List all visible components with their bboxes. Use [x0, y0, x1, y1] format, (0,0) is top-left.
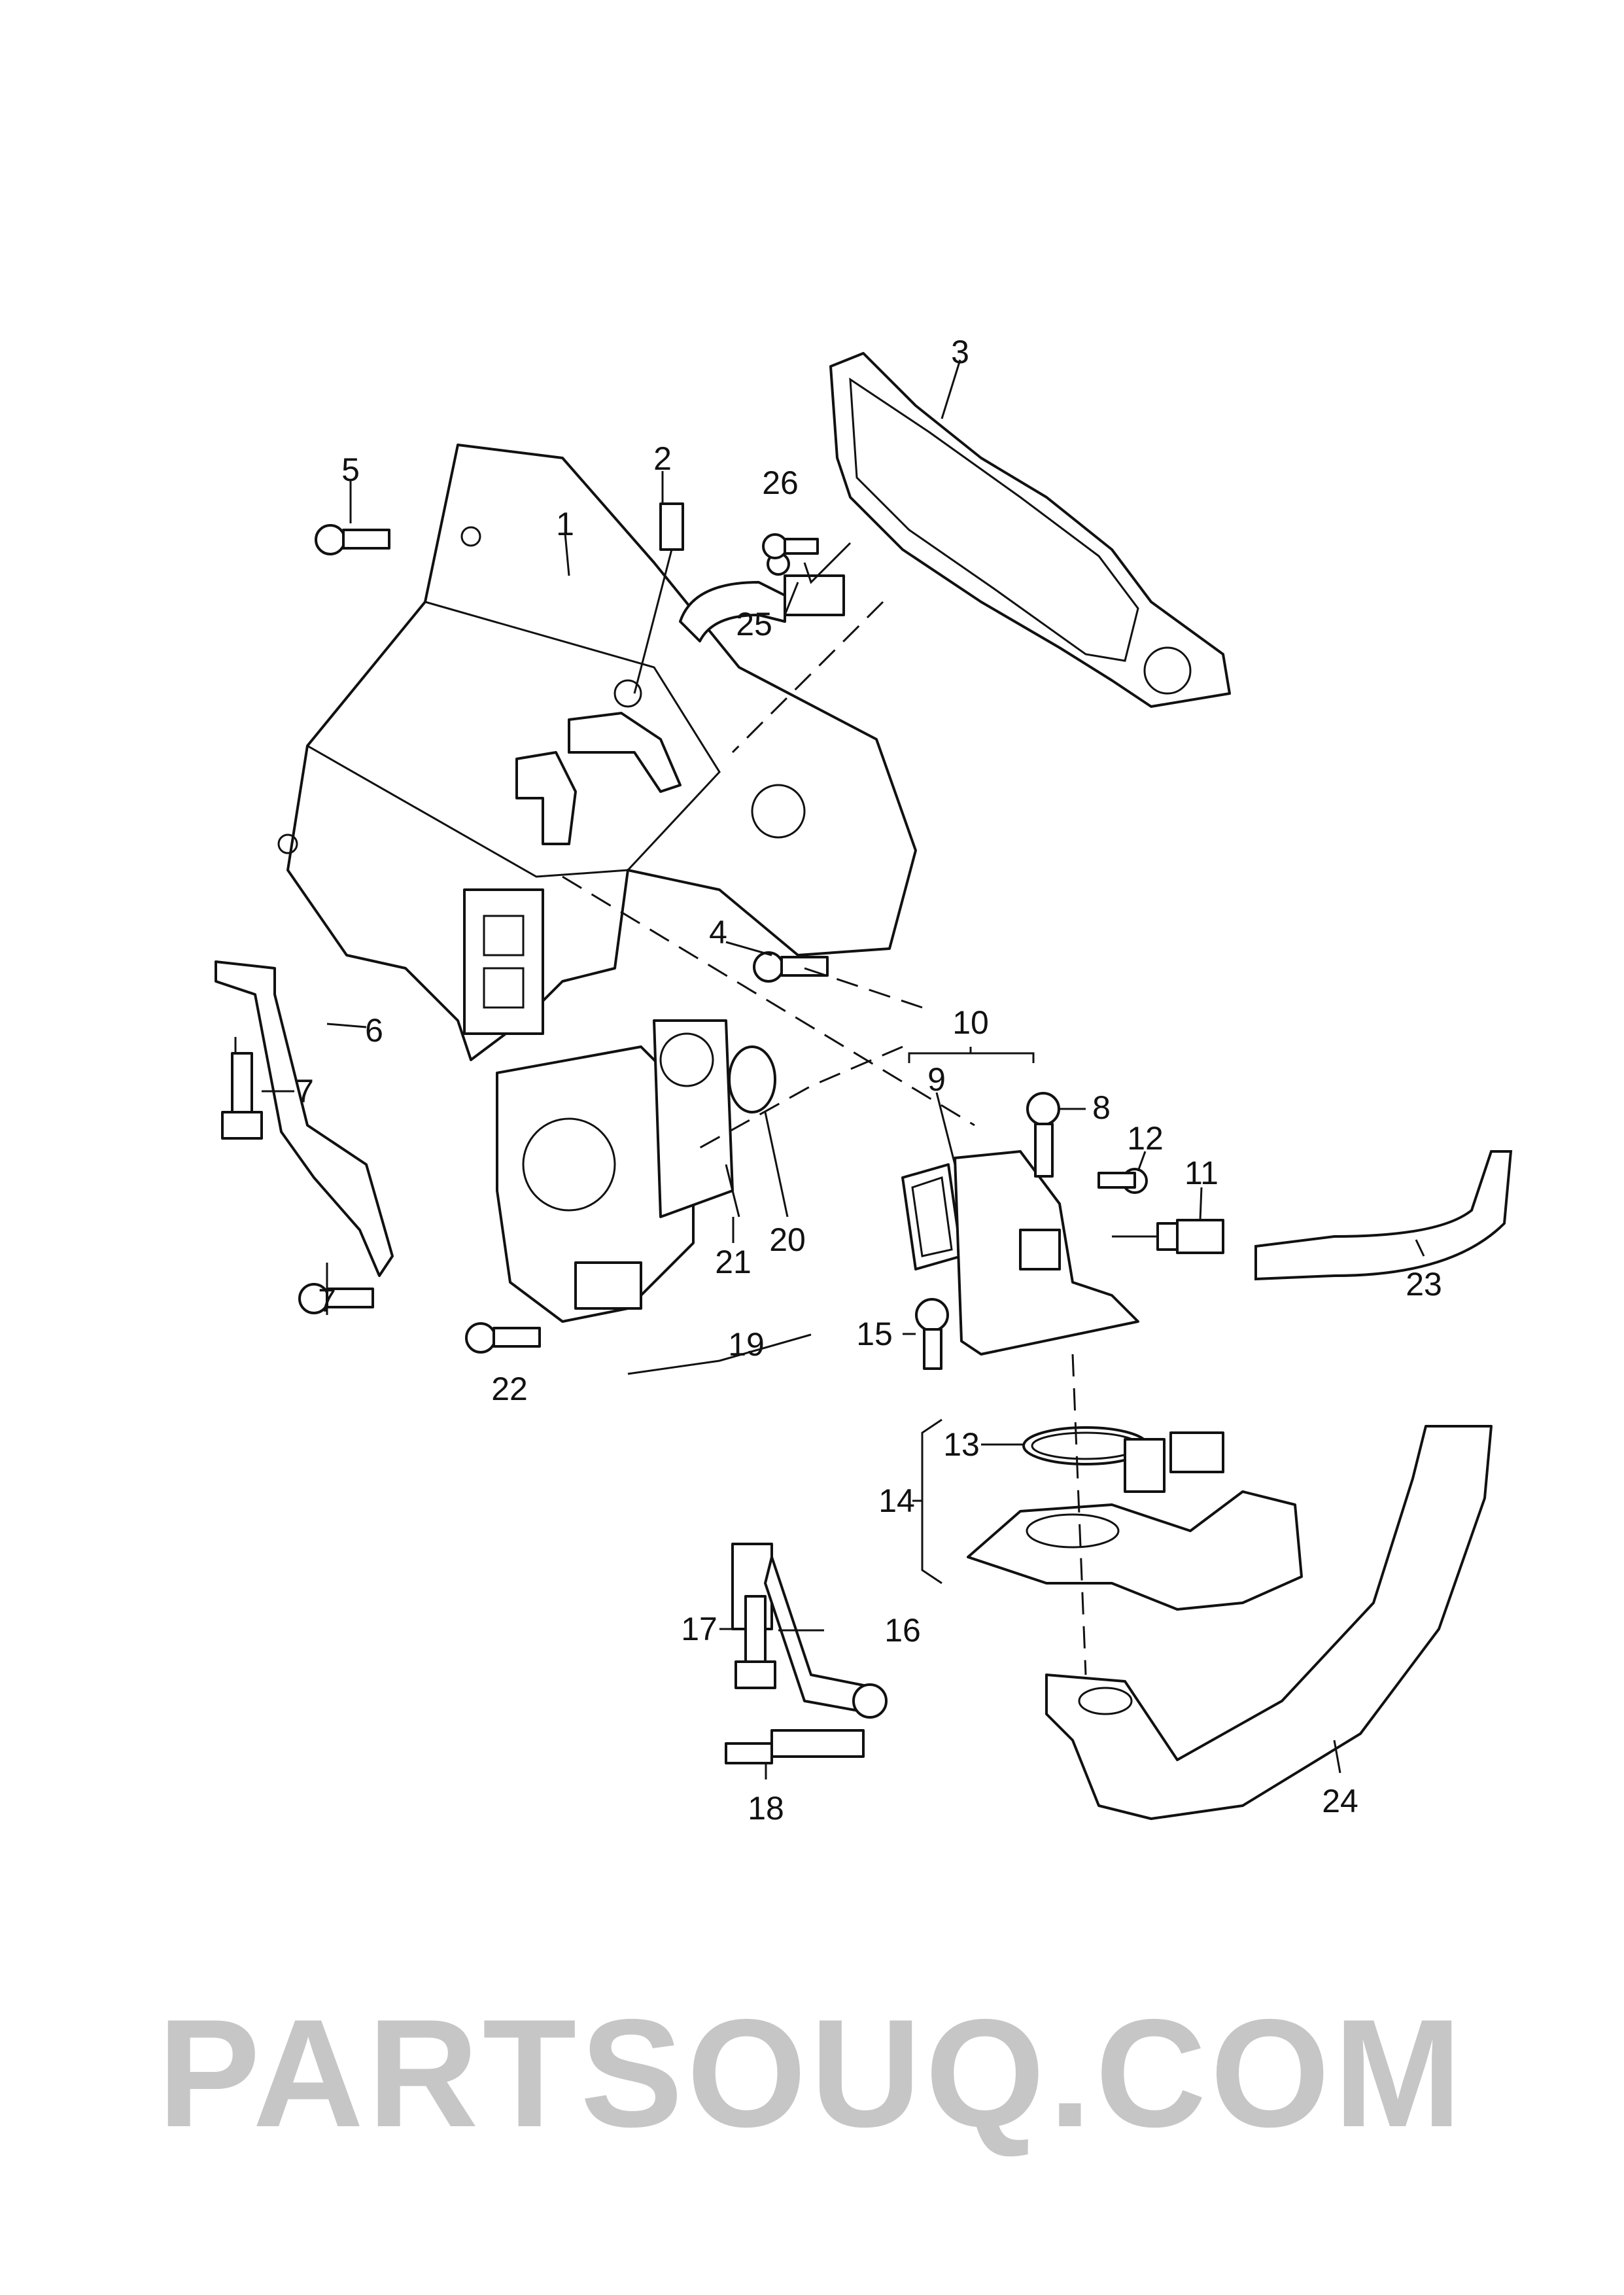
leader-lines	[234, 359, 1425, 1779]
callout-25: 25	[736, 606, 772, 642]
part-13-o-ring[interactable]	[1022, 1426, 1149, 1465]
part-14-egr-switch-valve[interactable]	[967, 1431, 1303, 1611]
part-7-bolt-lower[interactable]	[298, 1283, 374, 1314]
part-24-pipe[interactable]	[1045, 1425, 1493, 1820]
assembly-line	[731, 601, 884, 754]
watermark: PARTSOUQ.COM	[158, 1987, 1466, 2159]
callout-7-upper: 7	[296, 1073, 314, 1110]
part-21-pin[interactable]	[725, 1164, 740, 1218]
callout-24: 24	[1322, 1783, 1358, 1819]
part-17-bolt[interactable]	[734, 1595, 776, 1689]
part-9-gasket[interactable]	[901, 1163, 963, 1270]
callout-8: 8	[1092, 1089, 1111, 1126]
part-10-housing[interactable]	[954, 1150, 1139, 1356]
part-23-hose[interactable]	[1254, 1150, 1513, 1281]
callout-4: 4	[709, 914, 727, 951]
callout-13: 13	[943, 1426, 980, 1463]
part-3-gasket[interactable]	[829, 352, 1231, 708]
callouts: 1 2 3 4 5 6 7 7 8 9 10 11 12 13 14 15 16…	[296, 334, 1442, 1827]
part-18-bolt[interactable]	[725, 1729, 865, 1764]
callout-9: 9	[927, 1061, 946, 1098]
callout-5: 5	[341, 451, 360, 488]
callout-3: 3	[951, 334, 969, 370]
callout-1: 1	[556, 506, 574, 542]
callout-12: 12	[1127, 1120, 1164, 1157]
part-4-bolt[interactable]	[753, 951, 829, 983]
assembly-line	[693, 1045, 903, 1153]
part-22-bolt[interactable]	[465, 1322, 541, 1354]
callout-6: 6	[365, 1012, 383, 1049]
callout-21: 21	[715, 1244, 752, 1280]
part-11-sensor[interactable]	[1112, 1219, 1224, 1254]
callout-7-lower: 7	[318, 1282, 336, 1319]
callout-15: 15	[856, 1316, 893, 1352]
callout-20: 20	[769, 1221, 806, 1258]
callout-11: 11	[1184, 1155, 1218, 1191]
callout-22: 22	[491, 1371, 528, 1407]
callout-16: 16	[884, 1612, 921, 1649]
callout-18: 18	[748, 1790, 784, 1827]
part-15-bolt[interactable]	[915, 1298, 949, 1370]
part-7-bolt-upper[interactable]	[221, 1052, 263, 1140]
part-20-seal-ring[interactable]	[728, 1045, 776, 1113]
callout-17: 17	[681, 1611, 717, 1647]
part-6-bracket[interactable]	[215, 960, 394, 1277]
part-25-pipe[interactable]	[679, 552, 845, 642]
assembly-line	[562, 875, 975, 1127]
part-5-bolt[interactable]	[315, 524, 390, 555]
part-26-bolt[interactable]	[762, 533, 819, 559]
part-19-egr-valve[interactable]	[496, 1019, 734, 1323]
callout-19: 19	[728, 1326, 765, 1363]
callout-14: 14	[878, 1482, 915, 1519]
part-2-temperature-sensor[interactable]	[633, 502, 684, 694]
assembly-line	[804, 967, 923, 1009]
assembly-line	[1071, 1354, 1087, 1675]
callout-23: 23	[1406, 1266, 1442, 1303]
callout-2: 2	[653, 440, 672, 477]
callout-26: 26	[762, 464, 799, 501]
part-8-bleed-screw[interactable]	[1026, 1092, 1060, 1178]
part-12-bolt[interactable]	[1097, 1168, 1148, 1194]
callout-10: 10	[952, 1004, 989, 1041]
part-1-egr-cooler[interactable]	[277, 444, 917, 1061]
